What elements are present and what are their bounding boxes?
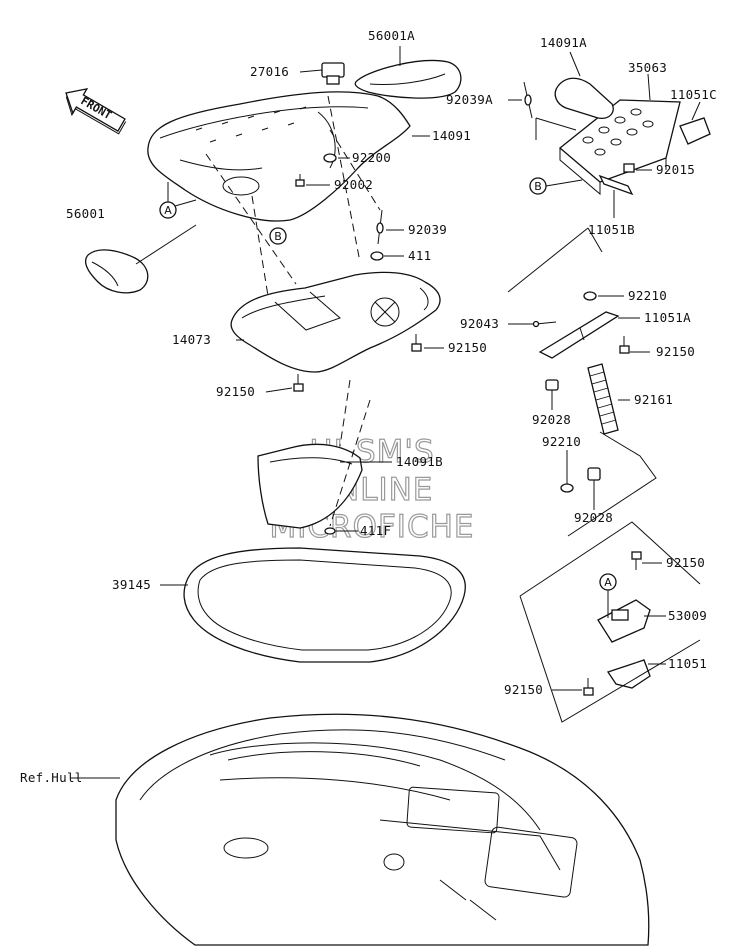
pad-11051C[interactable] [679, 117, 711, 145]
grab-handle-56001[interactable] [84, 249, 149, 294]
pin-92043[interactable] [532, 320, 557, 328]
bolt-92002[interactable] [295, 174, 305, 187]
latch-27016[interactable] [321, 62, 345, 85]
label-11051A: 11051A [644, 310, 691, 325]
label-35063: 35063 [628, 60, 667, 75]
bolt-92150-d[interactable] [631, 551, 642, 570]
label-56001: 56001 [66, 206, 105, 221]
label-92210-lower: 92210 [542, 434, 581, 449]
label-92150-a: 92150 [448, 340, 487, 355]
label-27016: 27016 [250, 64, 289, 79]
label-ref-hull: Ref.Hull [20, 770, 83, 785]
leader-lines [70, 46, 701, 779]
bolt-92150-b[interactable] [293, 374, 304, 392]
label-92161: 92161 [634, 392, 673, 407]
callout-b-upper-label: B [274, 230, 282, 243]
bushing-92028-b[interactable] [587, 467, 601, 481]
gasket-39145[interactable] [183, 547, 466, 663]
washer-92210-a[interactable] [583, 291, 597, 301]
label-92200: 92200 [352, 150, 391, 165]
label-92150-d: 92150 [666, 555, 705, 570]
label-11051B: 11051B [588, 222, 635, 237]
label-11051C: 11051C [670, 87, 717, 102]
washer-92210-b[interactable] [560, 483, 574, 493]
label-411F: 411F [360, 523, 391, 538]
callout-a-upper-label: A [164, 204, 172, 217]
label-92015: 92015 [656, 162, 695, 177]
seat-14091[interactable] [147, 91, 411, 222]
label-39145: 39145 [112, 577, 151, 592]
label-92028-upper: 92028 [532, 412, 571, 427]
pin-92039A[interactable] [523, 81, 533, 119]
washer-411F[interactable] [324, 527, 336, 535]
label-14091B: 14091B [396, 454, 443, 469]
label-92150-c: 92150 [656, 344, 695, 359]
bushing-92028-a[interactable] [545, 379, 559, 391]
label-92028-lower: 92028 [574, 510, 613, 525]
callout-b-bracket-label: B [534, 180, 542, 193]
label-411: 411 [408, 248, 431, 263]
label-14073: 14073 [172, 332, 211, 347]
grab-handle-56001A[interactable] [354, 59, 462, 99]
label-92002: 92002 [334, 177, 373, 192]
seat-base-14073[interactable] [230, 271, 441, 373]
pin-92039[interactable] [376, 209, 384, 245]
seat-slots [195, 106, 307, 143]
bolt-92150-a[interactable] [411, 334, 422, 352]
pad-14091A[interactable] [554, 77, 614, 119]
front-arrow-icon [65, 87, 127, 135]
label-92043: 92043 [460, 316, 499, 331]
hull [115, 713, 650, 946]
latch-53009[interactable] [597, 599, 651, 643]
spring-92161[interactable] [587, 363, 619, 435]
label-56001A: 56001A [368, 28, 415, 43]
label-92150-b: 92150 [216, 384, 255, 399]
label-53009: 53009 [668, 608, 707, 623]
label-92039A: 92039A [446, 92, 493, 107]
label-14091: 14091 [432, 128, 471, 143]
callout-b-bracket: B [529, 177, 547, 195]
callout-a-upper: A [159, 201, 177, 219]
callout-a-latch-label: A [604, 576, 612, 589]
washer-92200[interactable] [323, 153, 337, 163]
label-92150-e: 92150 [504, 682, 543, 697]
washer-411[interactable] [370, 251, 384, 261]
label-92039: 92039 [408, 222, 447, 237]
bracket-11051B[interactable] [598, 174, 634, 196]
callout-a-latch: A [599, 573, 617, 591]
bolt-92150-e[interactable] [583, 678, 594, 696]
bracket-35063[interactable] [558, 99, 681, 196]
label-14091A: 14091A [540, 35, 587, 50]
label-92210-upper: 92210 [628, 288, 667, 303]
bracket-11051A[interactable] [538, 311, 620, 359]
part-labels: 56001A 27016 14091A 35063 92039A 11051C … [20, 28, 717, 785]
nut-92015[interactable] [623, 163, 635, 173]
callout-b-upper: B [269, 227, 287, 245]
bolt-92150-c[interactable] [619, 336, 630, 354]
bracket-11051[interactable] [606, 659, 651, 689]
label-11051: 11051 [668, 656, 707, 671]
cover-14091B[interactable] [257, 443, 363, 529]
